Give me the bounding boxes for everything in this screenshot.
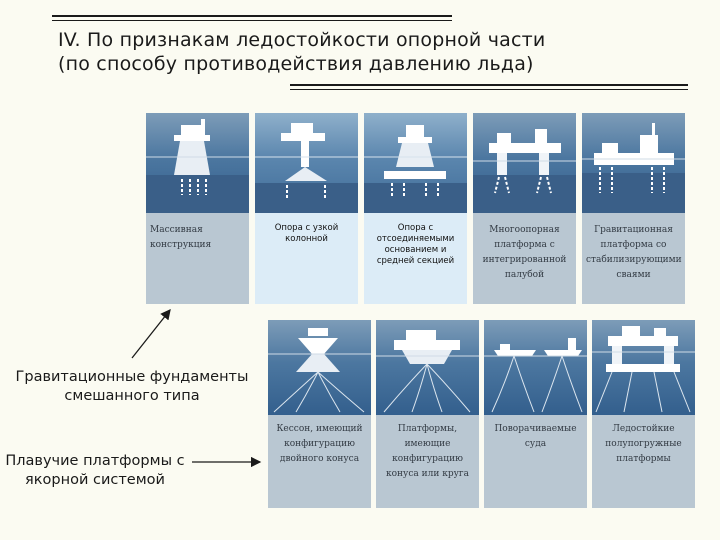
panel-cone-platform: Платформы, имеющие конфигурацию конуса и… — [376, 320, 479, 508]
caption-massive: Массивная конструкция — [150, 225, 212, 250]
semi-sub-illustration — [592, 320, 695, 415]
panel-detachable: Опора с отсоединяемыми основанием и сред… — [364, 113, 467, 304]
gravity-types-row: Массивная конструкция Опора с узкой коло… — [146, 113, 685, 304]
panel-narrow-column: Опора с узкой колонной — [255, 113, 358, 304]
panel-caisson: Кессон, имеющий конфигурацию двойного ко… — [268, 320, 371, 508]
cone-platform-illustration — [376, 320, 479, 415]
title-line-2: (по способу противодействия давлению льд… — [58, 53, 534, 75]
detachable-illustration — [364, 113, 467, 213]
gravity-piles-illustration — [582, 113, 685, 213]
caption-rotating-ships: Поворачиваемые суда — [494, 424, 577, 449]
title-rule-top — [52, 15, 452, 21]
caption-multi-support: Многоопорная платформа с интегрированной… — [482, 225, 567, 280]
caption-narrow-column: Опора с узкой колонной — [274, 223, 339, 244]
caisson-illustration — [268, 320, 371, 415]
panel-rotating-ships: Поворачиваемые суда — [484, 320, 587, 508]
caption-gravity-piles: Гравитационная платформа со стабилизирую… — [586, 225, 682, 280]
rotating-ships-illustration — [484, 320, 587, 415]
label-gravity-foundations: Гравитационные фундаменты смешанного тип… — [15, 369, 249, 404]
panel-massive: Массивная конструкция — [146, 113, 249, 304]
multi-support-illustration — [473, 113, 576, 213]
caption-semi-sub: Ледостойкие полупогружные платформы — [605, 424, 682, 464]
caption-cone-platform: Платформы, имеющие конфигурацию конуса и… — [386, 424, 469, 479]
panel-gravity-piles: Гравитационная платформа со стабилизирую… — [582, 113, 685, 304]
title-line-1: IV. По признакам ледостойкости опорной ч… — [58, 29, 546, 51]
panel-semi-sub: Ледостойкие полупогружные платформы — [592, 320, 695, 508]
arrow-to-row1 — [131, 308, 171, 359]
label-floating-platforms: Плавучие платформы с якорной системой — [5, 453, 185, 488]
page-title: IV. По признакам ледостойкости опорной ч… — [58, 28, 698, 76]
floating-types-row: Кессон, имеющий конфигурацию двойного ко… — [268, 320, 695, 508]
panel-multi-support: Многоопорная платформа с интегрированной… — [473, 113, 576, 304]
title-rule-bottom — [290, 84, 688, 90]
narrow-column-illustration — [255, 113, 358, 213]
caption-caisson: Кессон, имеющий конфигурацию двойного ко… — [276, 424, 363, 464]
caption-detachable: Опора с отсоединяемыми основанием и сред… — [376, 223, 455, 266]
massive-illustration — [146, 113, 249, 213]
